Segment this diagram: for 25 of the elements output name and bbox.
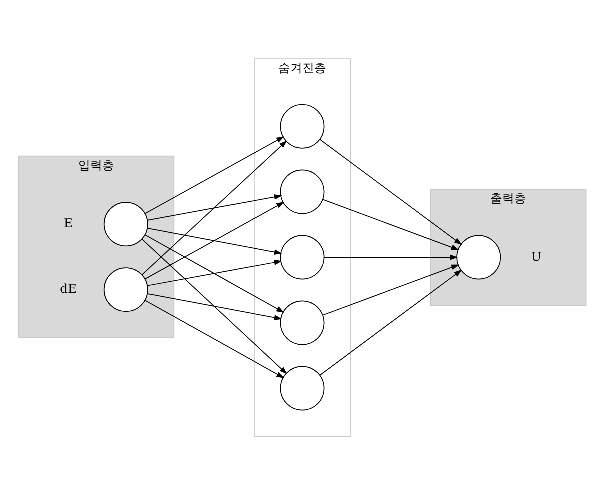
node-label: U <box>531 250 542 264</box>
arrow <box>322 199 460 250</box>
arrow <box>147 293 282 320</box>
node-label: dE <box>60 282 77 296</box>
node-circle <box>280 300 325 346</box>
node-label: E <box>64 216 73 231</box>
arrow <box>322 264 460 316</box>
node-circle <box>456 235 502 280</box>
node-circle <box>280 170 325 214</box>
arrow <box>144 202 284 280</box>
cluster: 숨겨진층 <box>254 58 351 437</box>
arrow <box>144 136 284 214</box>
node-circle <box>104 202 148 247</box>
arrow <box>142 239 288 375</box>
arrow <box>324 254 458 260</box>
arrow <box>147 194 282 221</box>
arrow <box>320 270 462 376</box>
arrow <box>147 228 282 255</box>
arrow <box>142 140 288 276</box>
arrow <box>144 300 284 378</box>
arrow <box>144 234 284 313</box>
arrow <box>320 139 462 246</box>
arrow <box>147 260 282 286</box>
node-circle <box>280 235 325 280</box>
node-circle <box>104 268 148 312</box>
